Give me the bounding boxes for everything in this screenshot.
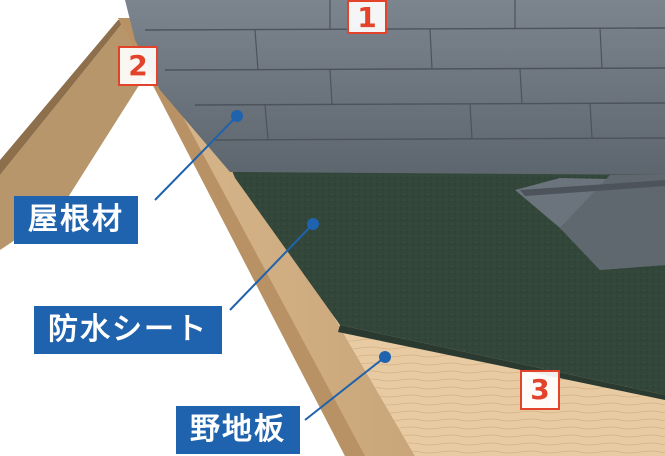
label-sheathing: 野地板	[176, 406, 300, 454]
rake-board-edge	[118, 18, 365, 456]
shingle-patch-shadow	[560, 175, 665, 270]
leader-dots	[231, 110, 391, 363]
number-marker-3: 3	[520, 370, 560, 410]
roof-shingles	[125, 0, 665, 175]
shingle-joints	[254, 0, 603, 141]
number-marker-1: 1	[347, 0, 387, 34]
leader-lines	[154, 115, 386, 421]
shingle-point-marker	[231, 110, 243, 122]
shingle-patch-edge	[520, 180, 665, 196]
label-underlayment: 防水シート	[34, 306, 222, 354]
underlayment-edge	[338, 325, 665, 400]
shingle-course-lines	[144, 27, 665, 141]
label-shingle: 屋根材	[14, 196, 138, 244]
gable-inner	[0, 20, 155, 250]
gable-shadow	[0, 20, 125, 175]
sheathing-point-marker	[379, 351, 391, 363]
number-marker-2: 2	[118, 46, 158, 86]
membrane-point-marker	[307, 218, 319, 230]
